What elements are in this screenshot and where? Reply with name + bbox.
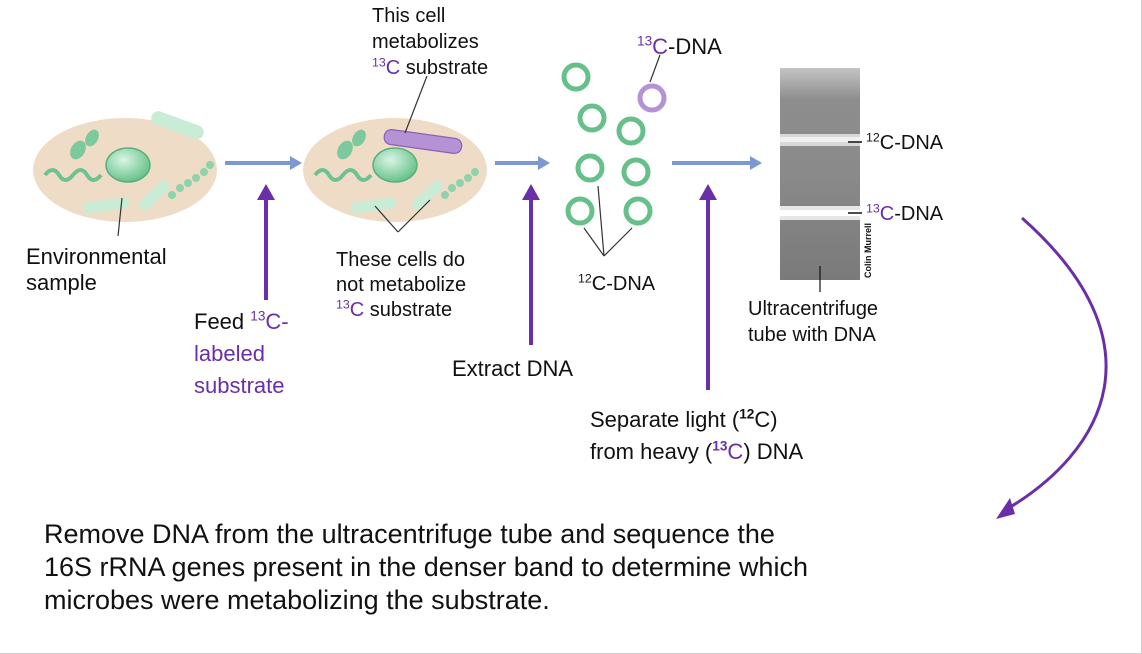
ultracentrifuge-tube — [780, 68, 862, 292]
this-cell-label: This cell metabolizes 13C substrate — [372, 5, 489, 79]
extract-dna-label: Extract DNA — [452, 356, 574, 381]
next-step-arrowhead — [996, 498, 1015, 519]
next-step-arrow — [1001, 216, 1108, 514]
separate-label: Separate light (12C) from heavy (13C) DN… — [590, 406, 804, 464]
process-arrows — [225, 156, 762, 170]
feed-label: Feed 13C- labeled substrate — [194, 308, 289, 398]
these-cells-label: These cells do not metabolize 13C substr… — [336, 249, 467, 321]
heavy-dna-circle — [637, 83, 667, 113]
labeled-sample-illustration — [303, 75, 487, 233]
environmental-sample-label: Environmental sample — [26, 244, 167, 295]
conclusion-text: Remove DNA from the ultracentrifuge tube… — [44, 519, 808, 615]
photo-credit: Colin Murrell — [863, 223, 873, 278]
tube-label: Ultracentrifuge tube with DNA — [748, 298, 879, 346]
light-dna-label: 12C-DNA — [578, 271, 656, 295]
heavy-dna-label: 13C-DNA — [637, 33, 722, 59]
band-12c-label: 12C-DNA — [866, 130, 944, 154]
environmental-sample-illustration — [33, 111, 217, 237]
dna-circles — [561, 62, 653, 226]
step-arrows — [257, 184, 717, 390]
band-13c-label: 13C-DNA — [866, 201, 944, 225]
